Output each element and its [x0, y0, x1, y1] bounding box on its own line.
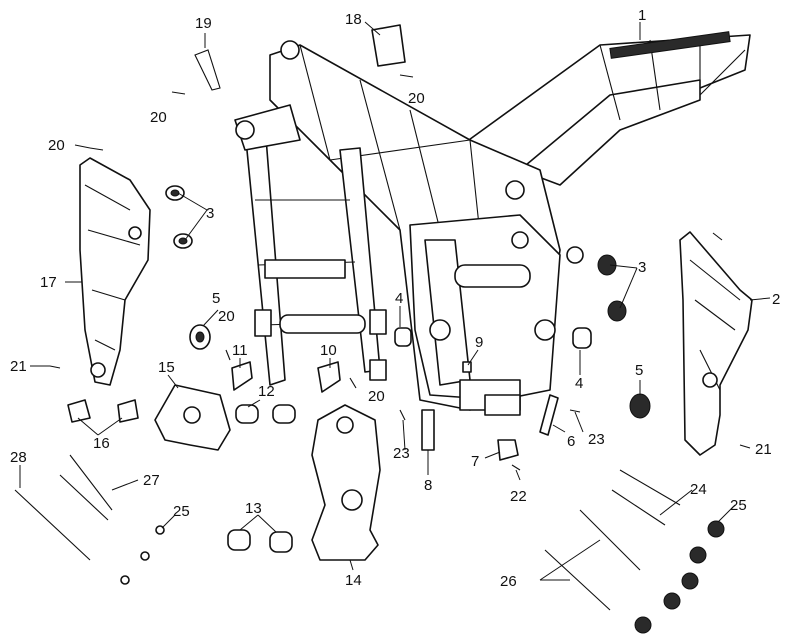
- callout-27: 27: [143, 472, 160, 489]
- callout-20: 20: [368, 388, 385, 405]
- strap: [421, 409, 435, 451]
- bracket: [231, 361, 253, 391]
- callout-2: 2: [772, 291, 780, 308]
- bracket: [317, 361, 341, 393]
- callout-21: 21: [755, 441, 772, 458]
- callout-9: 9: [475, 334, 483, 351]
- engine-mount-plate: [311, 404, 381, 561]
- callout-14: 14: [345, 572, 362, 589]
- callout-20: 20: [48, 137, 65, 154]
- callout-8: 8: [424, 477, 432, 494]
- grommet: [607, 300, 627, 322]
- left-side-cover: [79, 157, 151, 386]
- callout-5: 5: [635, 362, 643, 379]
- cap-nut: [67, 399, 91, 423]
- main-frame: [234, 31, 751, 416]
- leader-lines: [19, 21, 771, 581]
- callout-24: 24: [690, 481, 707, 498]
- screw: [49, 74, 751, 471]
- callout-12: 12: [258, 383, 275, 400]
- hook: [194, 49, 221, 91]
- callout-labels: 1 2 3 3 4 4 5 5 6 7 8 9 10 11 12 13 14 1…: [10, 7, 780, 590]
- callout-23: 23: [393, 445, 410, 462]
- right-side-cover: [679, 231, 753, 456]
- callout-20: 20: [150, 109, 167, 126]
- callout-23: 23: [588, 431, 605, 448]
- callout-26: 26: [500, 573, 517, 590]
- callout-3: 3: [206, 205, 214, 222]
- callout-25: 25: [173, 503, 190, 520]
- callout-17: 17: [40, 274, 57, 291]
- callout-22: 22: [510, 488, 527, 505]
- callout-4: 4: [575, 375, 583, 392]
- callout-7: 7: [471, 453, 479, 470]
- mounting-plate: [371, 24, 406, 67]
- callout-4: 4: [395, 290, 403, 307]
- callout-20: 20: [218, 308, 235, 325]
- bushing: [272, 404, 296, 424]
- spacer: [394, 327, 412, 347]
- bushing: [269, 531, 293, 553]
- callout-18: 18: [345, 11, 362, 28]
- callout-11: 11: [232, 342, 248, 359]
- callout-21: 21: [10, 358, 27, 375]
- callout-3: 3: [638, 259, 646, 276]
- callout-10: 10: [320, 342, 337, 359]
- cap: [497, 439, 519, 461]
- bushing: [227, 529, 251, 551]
- grommet: [597, 254, 617, 276]
- callout-15: 15: [158, 359, 175, 376]
- nut-stack: [120, 520, 725, 634]
- washer: [629, 393, 651, 419]
- callout-6: 6: [567, 433, 575, 450]
- callout-19: 19: [195, 15, 212, 32]
- callout-25: 25: [730, 497, 747, 514]
- cap-nut: [117, 399, 139, 423]
- spacer: [572, 327, 592, 349]
- callout-13: 13: [245, 500, 262, 517]
- callout-1: 1: [638, 7, 646, 24]
- bushing: [235, 404, 259, 424]
- callout-5: 5: [212, 290, 220, 307]
- callout-16: 16: [93, 435, 110, 452]
- pin: [462, 361, 472, 373]
- callout-20: 20: [408, 90, 425, 107]
- long-bolt: [14, 454, 681, 611]
- bracket: [539, 394, 559, 436]
- callout-28: 28: [10, 449, 27, 466]
